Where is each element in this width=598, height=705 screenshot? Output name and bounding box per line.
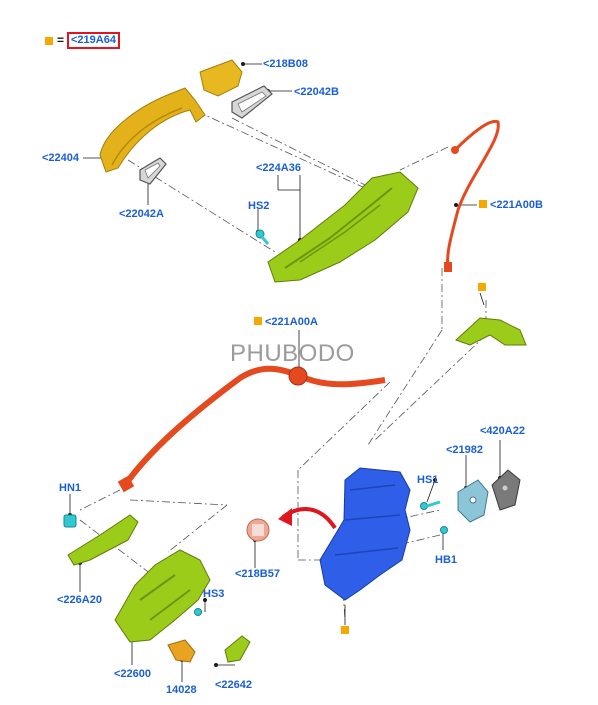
label-221A00A: <221A00A <box>265 316 318 328</box>
label-22042B: <22042B <box>294 86 339 98</box>
label-HS1: HS1 <box>417 474 439 486</box>
small-bracket <box>455 317 527 346</box>
label-21982: <21982 <box>446 444 484 456</box>
marker-small-bracket-icon <box>478 283 486 291</box>
label-22600: <22600 <box>114 668 152 680</box>
label-HS3: HS3 <box>203 588 225 600</box>
marker-221A00B-icon <box>479 200 487 208</box>
label-218B57: <218B57 <box>235 568 280 580</box>
label-218B08: <218B08 <box>263 58 308 70</box>
label-226A20: <226A20 <box>57 594 102 606</box>
cable-221A00B <box>446 119 500 271</box>
part-22642 <box>224 635 251 663</box>
screw-hs3-icon <box>194 608 202 616</box>
label-22642: <22642 <box>215 679 253 691</box>
label-221A00B: <221A00B <box>490 199 543 211</box>
label-224A36: <224A36 <box>256 162 301 174</box>
handle-cap-218B08 <box>199 59 243 97</box>
part-14028 <box>167 639 196 663</box>
bracket-226A20 <box>67 514 139 566</box>
legend-marker-icon <box>45 37 53 45</box>
nut-hn1-icon <box>63 514 77 528</box>
label-22042A: <22042A <box>119 208 164 220</box>
label-22404: <22404 <box>42 152 80 164</box>
marker-221A00A-icon <box>254 317 262 325</box>
marker-latch-icon <box>341 626 349 634</box>
red-arrow-icon <box>278 508 292 526</box>
label-14028: 14028 <box>166 684 197 696</box>
reinforcement-22600 <box>114 549 211 643</box>
screw-hs1-icon <box>420 500 441 510</box>
legend-code: <219A64 <box>67 32 120 49</box>
clip-218B57 <box>246 518 270 542</box>
cable-221A00A <box>122 365 386 487</box>
label-HS2: HS2 <box>248 200 270 212</box>
screw-hs2-icon <box>255 229 270 245</box>
leader-lines <box>69 63 501 682</box>
watermark: PHUBODO <box>230 340 355 367</box>
label-420A22: <420A22 <box>480 425 525 437</box>
door-latch <box>319 467 411 601</box>
legend-equals: = <box>57 33 65 47</box>
label-HN1: HN1 <box>59 482 82 494</box>
label-HB1: HB1 <box>435 554 458 566</box>
bolt-hb1-icon <box>440 526 448 534</box>
